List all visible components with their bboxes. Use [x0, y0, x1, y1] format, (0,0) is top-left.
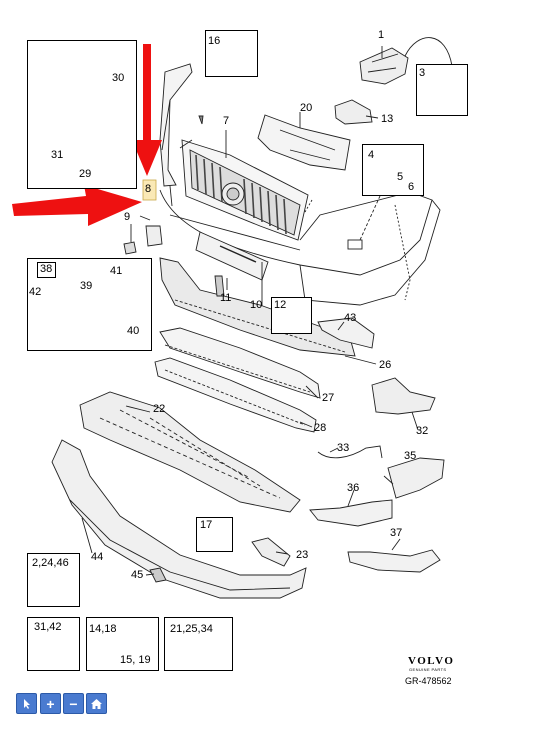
- callout-30: 30: [112, 72, 125, 84]
- inset-box-38: [27, 258, 152, 351]
- callout-13: 13: [381, 113, 394, 125]
- inset-box-29-30-31: [27, 40, 137, 189]
- kit-label-15-19: 15, 19: [120, 654, 151, 666]
- box-38-label-frame: [37, 262, 56, 278]
- diagram-reference: GR-478562: [405, 676, 452, 686]
- minus-icon: −: [69, 695, 78, 712]
- callout-6: 6: [408, 181, 415, 193]
- callout-11: 11: [220, 292, 232, 304]
- callout-1: 1: [378, 29, 385, 41]
- callout-10: 10: [250, 299, 263, 311]
- callout-33: 33: [337, 442, 350, 454]
- callout-27: 27: [322, 392, 335, 404]
- callout-16: 16: [208, 35, 221, 47]
- cursor-icon: [23, 698, 30, 709]
- plus-icon: +: [46, 695, 55, 712]
- home-button[interactable]: [86, 693, 107, 714]
- callout-44: 44: [91, 551, 104, 563]
- callout-42: 42: [29, 286, 42, 298]
- callout-7: 7: [223, 115, 230, 127]
- callout-8: 8: [145, 183, 152, 195]
- callout-5: 5: [397, 171, 404, 183]
- zoom-in-button[interactable]: +: [40, 693, 61, 714]
- callout-9: 9: [124, 211, 131, 223]
- callout-22: 22: [153, 403, 166, 415]
- callout-43: 43: [344, 312, 357, 324]
- callout-40: 40: [127, 325, 140, 337]
- callout-23: 23: [296, 549, 309, 561]
- part-8-highlight: [142, 179, 157, 201]
- callout-26: 26: [379, 359, 392, 371]
- callout-29: 29: [79, 168, 92, 180]
- callout-17: 17: [200, 519, 213, 531]
- inset-box-2-24-46: [27, 553, 80, 607]
- callout-36: 36: [347, 482, 360, 494]
- brand-logo: VOLVO: [408, 655, 455, 667]
- callout-32: 32: [416, 425, 429, 437]
- callout-37: 37: [390, 527, 403, 539]
- inset-box-3: [416, 64, 468, 116]
- inset-box-31-42: [27, 617, 80, 671]
- callout-41: 41: [110, 265, 123, 277]
- inset-box-12: [271, 297, 312, 334]
- callout-38: 38: [40, 263, 53, 275]
- callout-4: 4: [368, 149, 375, 161]
- home-icon: [91, 698, 102, 709]
- inset-box-17: [196, 517, 233, 552]
- brand-subtitle: GENUINE PARTS: [409, 667, 447, 672]
- inset-box-21-25-34: [164, 617, 233, 671]
- callout-31: 31: [51, 149, 64, 161]
- callout-45: 45: [131, 569, 144, 581]
- callout-3: 3: [419, 67, 426, 79]
- callout-39: 39: [80, 280, 93, 292]
- inset-box-14-18-15-19: [86, 617, 159, 671]
- kit-label-21-25-34: 21,25,34: [170, 623, 213, 635]
- inset-box-16: [205, 30, 258, 77]
- select-tool-button[interactable]: [16, 693, 37, 714]
- kit-label-2-24-46: 2,24,46: [32, 557, 69, 569]
- kit-label-31-42: 31,42: [34, 621, 62, 633]
- zoom-out-button[interactable]: −: [63, 693, 84, 714]
- callout-35: 35: [404, 450, 417, 462]
- red-arrows: [12, 44, 162, 226]
- callout-28: 28: [314, 422, 327, 434]
- callout-20: 20: [300, 102, 313, 114]
- callout-12: 12: [274, 299, 287, 311]
- inset-box-4-5-6: [362, 144, 424, 196]
- kit-label-14-18: 14,18: [89, 623, 117, 635]
